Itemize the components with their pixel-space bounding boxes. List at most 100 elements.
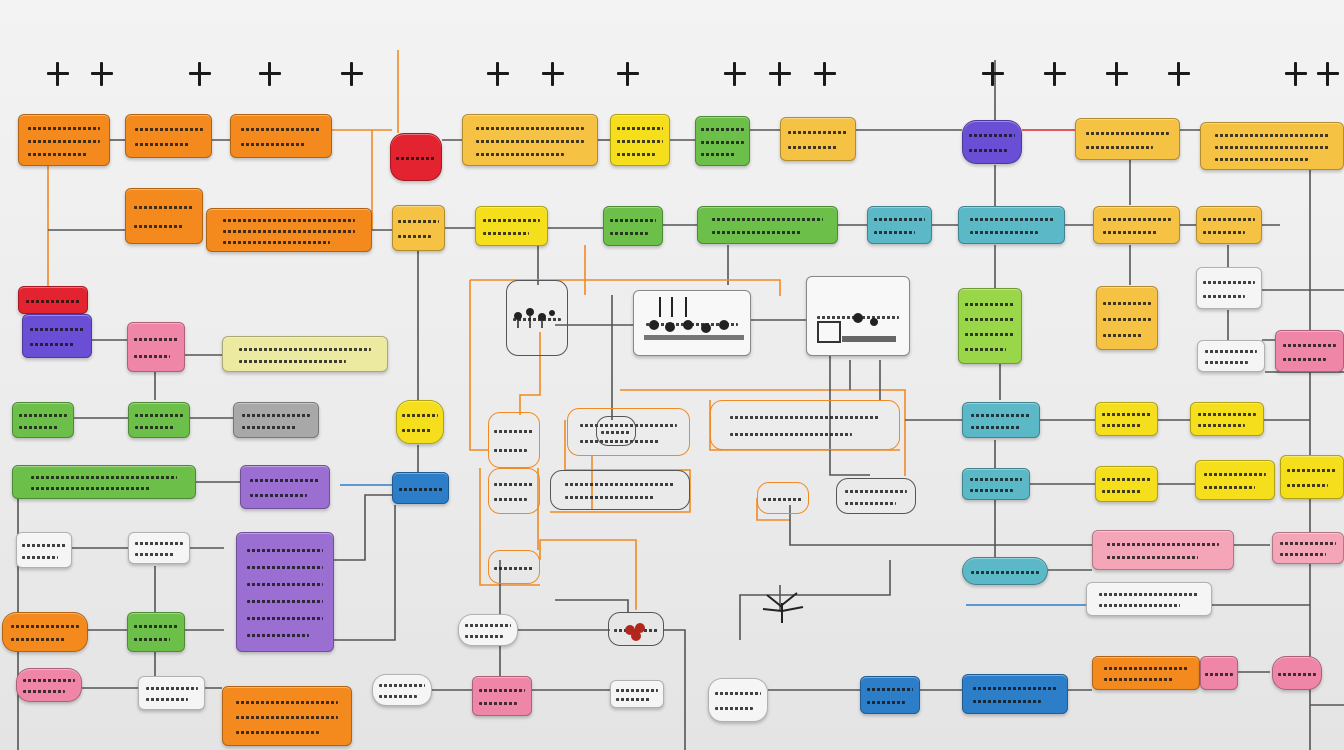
illegible-text-mark xyxy=(29,342,74,346)
illegible-text-mark xyxy=(763,497,803,501)
flow-node xyxy=(836,478,916,514)
illegible-text-mark xyxy=(223,229,355,233)
illegible-text-mark xyxy=(1102,230,1158,234)
illegible-text-mark xyxy=(968,134,1016,138)
sketch-figure-desk xyxy=(817,313,896,343)
illegible-text-mark xyxy=(874,230,916,234)
illegible-text-mark xyxy=(19,413,67,417)
illegible-text-mark xyxy=(1287,483,1328,487)
illegible-text-mark xyxy=(378,684,426,688)
flow-node xyxy=(222,686,352,746)
glyph-mark xyxy=(45,61,71,87)
illegible-text-mark xyxy=(1198,412,1256,416)
flow-node xyxy=(233,402,319,438)
flow-node xyxy=(603,206,663,246)
illegible-text-mark xyxy=(970,413,1032,417)
illegible-text-mark xyxy=(494,566,534,570)
illegible-text-mark xyxy=(235,700,339,704)
flow-node xyxy=(1272,532,1344,564)
illegible-text-mark xyxy=(600,430,632,434)
illegible-text-mark xyxy=(1086,131,1169,135)
illegible-text-mark xyxy=(1280,542,1336,546)
illegible-text-mark xyxy=(1203,472,1267,476)
illegible-text-mark xyxy=(133,638,170,642)
illegible-text-mark xyxy=(31,487,150,491)
illegible-text-mark xyxy=(969,478,1023,482)
flow-node xyxy=(958,206,1065,244)
flow-node xyxy=(867,206,932,244)
illegible-text-mark xyxy=(1103,317,1151,321)
flow-node xyxy=(396,400,444,444)
illegible-text-mark xyxy=(241,128,321,132)
illegible-text-mark xyxy=(866,688,914,692)
illegible-text-mark xyxy=(398,487,443,491)
glyph-mark xyxy=(485,61,511,87)
glyph-mark xyxy=(615,61,641,87)
flow-node xyxy=(1275,330,1344,372)
illegible-text-mark xyxy=(965,317,1015,321)
illegible-text-mark xyxy=(969,218,1054,222)
illegible-text-mark xyxy=(714,706,753,710)
illegible-text-mark xyxy=(133,224,183,228)
flow-node xyxy=(708,678,768,722)
illegible-text-mark xyxy=(1282,343,1337,347)
illegible-text-mark xyxy=(969,488,1013,492)
illegible-text-mark xyxy=(478,702,517,706)
glyph-mark xyxy=(1166,61,1192,87)
flow-node xyxy=(138,676,205,710)
flow-node xyxy=(392,472,449,504)
header-glyph xyxy=(1095,52,1139,96)
illegible-text-mark xyxy=(1203,218,1255,222)
illegible-text-mark xyxy=(609,232,648,236)
illegible-text-mark xyxy=(1102,424,1142,428)
illegible-text-mark xyxy=(494,482,534,486)
flow-node xyxy=(16,668,82,702)
illegible-text-mark xyxy=(246,582,324,586)
illegible-text-mark xyxy=(788,131,848,135)
illegible-text-mark xyxy=(973,686,1057,690)
illegible-text-mark xyxy=(965,302,1015,306)
illegible-text-mark xyxy=(25,299,81,303)
sketch-figure-group xyxy=(644,297,744,340)
illegible-text-mark xyxy=(1215,145,1329,149)
glyph-mark xyxy=(257,61,283,87)
illegible-text-mark xyxy=(1102,489,1142,493)
flow-node xyxy=(860,676,920,714)
flow-node xyxy=(472,676,532,716)
flow-node xyxy=(372,674,432,706)
illegible-text-mark xyxy=(398,235,432,239)
illegible-text-mark xyxy=(616,698,650,702)
illegible-text-mark xyxy=(1215,157,1308,161)
header-glyph xyxy=(248,52,292,96)
flow-node xyxy=(757,482,809,514)
glyph-mark xyxy=(767,61,793,87)
illegible-text-mark xyxy=(513,317,561,321)
illegible-text-mark xyxy=(1203,294,1245,298)
illegible-text-mark xyxy=(564,496,655,500)
illegible-text-mark xyxy=(135,413,183,417)
illegible-text-mark xyxy=(711,218,824,222)
illegible-text-mark xyxy=(396,156,436,160)
illegible-text-mark xyxy=(134,142,190,146)
glyph-mark xyxy=(89,61,115,87)
illegible-text-mark xyxy=(239,347,371,351)
illegible-text-mark xyxy=(19,425,58,429)
illegible-text-mark xyxy=(616,126,664,130)
illegible-text-mark xyxy=(241,142,306,146)
flow-node xyxy=(1196,206,1262,244)
header-glyph xyxy=(606,52,650,96)
illegible-text-mark xyxy=(564,482,676,486)
flow-node xyxy=(18,114,110,166)
illegible-text-mark xyxy=(971,570,1039,574)
illegible-text-mark xyxy=(711,230,803,234)
header-glyph xyxy=(330,52,374,96)
header-glyph xyxy=(758,52,802,96)
illegible-text-mark xyxy=(1102,412,1151,416)
illegible-text-mark xyxy=(28,126,100,130)
flow-node xyxy=(2,612,88,652)
illegible-text-mark xyxy=(476,152,564,156)
flow-node xyxy=(127,322,185,372)
illegible-text-mark xyxy=(483,232,530,236)
illegible-text-mark xyxy=(401,428,432,432)
glyph-mark xyxy=(812,61,838,87)
